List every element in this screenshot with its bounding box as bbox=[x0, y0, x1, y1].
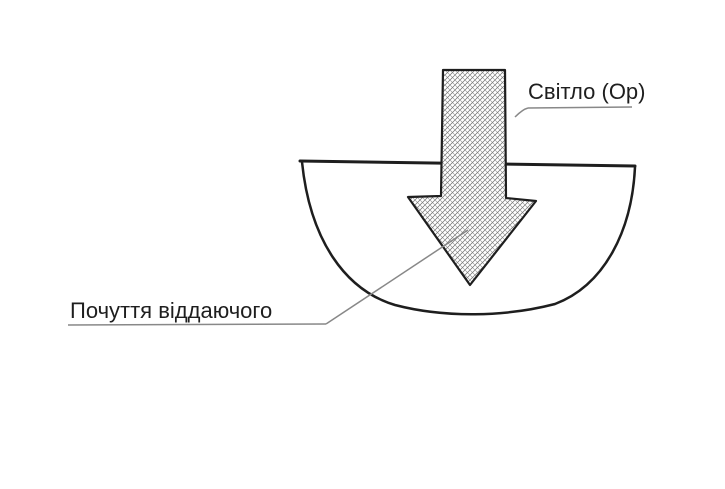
feeling-label: Почуття віддаючого bbox=[70, 298, 272, 323]
down-arrow-icon bbox=[406, 68, 538, 287]
feeling-leader-line bbox=[67, 229, 469, 326]
light-leader-line bbox=[514, 106, 633, 118]
light-label: Світло (Ор) bbox=[528, 79, 646, 104]
